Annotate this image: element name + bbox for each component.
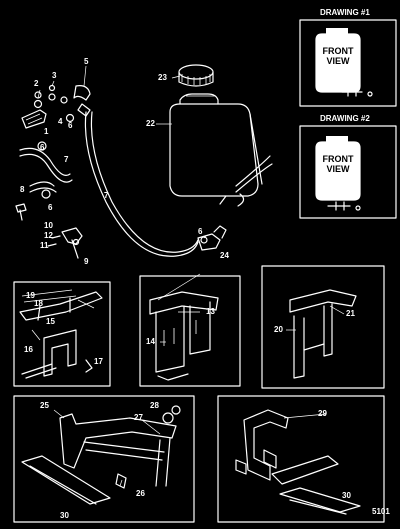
figure-number: 5101 — [372, 507, 390, 516]
callout-30-right: 30 — [342, 491, 351, 500]
callout-11: 11 — [40, 241, 49, 250]
callout-30-left: 30 — [60, 511, 69, 520]
drawing-2-view-label: FRONT VIEW — [322, 154, 354, 174]
callout-28: 28 — [150, 401, 159, 410]
callout-10: 10 — [44, 221, 53, 230]
callout-22: 22 — [146, 119, 155, 128]
callout-27: 27 — [134, 413, 143, 422]
callout-6-right: 6 — [198, 227, 203, 236]
callout-24: 24 — [220, 251, 229, 260]
bracket-box-29-30 — [217, 395, 385, 523]
bracket-box-20-21 — [261, 265, 385, 389]
hose-fittings-group — [15, 84, 227, 259]
callout-12: 12 — [44, 231, 53, 240]
reservoir-group — [169, 64, 273, 207]
callout-4: 4 — [58, 117, 63, 126]
callout-21: 21 — [346, 309, 355, 318]
drawing-2-inset — [299, 125, 397, 219]
callout-16: 16 — [24, 345, 33, 354]
callout-15: 15 — [46, 317, 55, 326]
callout-14: 14 — [146, 337, 155, 346]
callout-6-hose: 6 — [40, 143, 45, 152]
callout-18: 18 — [34, 299, 43, 308]
callout-19: 19 — [26, 291, 35, 300]
callout-1: 1 — [44, 127, 49, 136]
callout-6-mid: 6 — [48, 203, 53, 212]
drawing-1-title: DRAWING #1 — [320, 8, 370, 17]
leader-lines — [31, 65, 345, 487]
callout-7-left: 7 — [64, 155, 69, 164]
bracket-box-25-30 — [13, 395, 195, 523]
bracket-box-13-14 — [139, 275, 241, 387]
drawing-1-view-label: FRONT VIEW — [322, 46, 354, 66]
callout-25: 25 — [40, 401, 49, 410]
callout-8: 8 — [20, 185, 25, 194]
drawing-1-inset — [299, 19, 397, 107]
callout-5: 5 — [84, 57, 89, 66]
callout-3: 3 — [52, 71, 57, 80]
callout-13: 13 — [206, 307, 215, 316]
callout-29: 29 — [318, 409, 327, 418]
callout-2: 2 — [34, 79, 39, 88]
bracket-box-15-19 — [13, 281, 111, 387]
callout-17: 17 — [94, 357, 103, 366]
callout-23: 23 — [158, 73, 167, 82]
callout-9: 9 — [84, 257, 89, 266]
callout-6-top: 6 — [68, 121, 73, 130]
callout-7-right: 7 — [104, 191, 109, 200]
callout-20: 20 — [274, 325, 283, 334]
drawing-2-title: DRAWING #2 — [320, 114, 370, 123]
callout-26: 26 — [136, 489, 145, 498]
